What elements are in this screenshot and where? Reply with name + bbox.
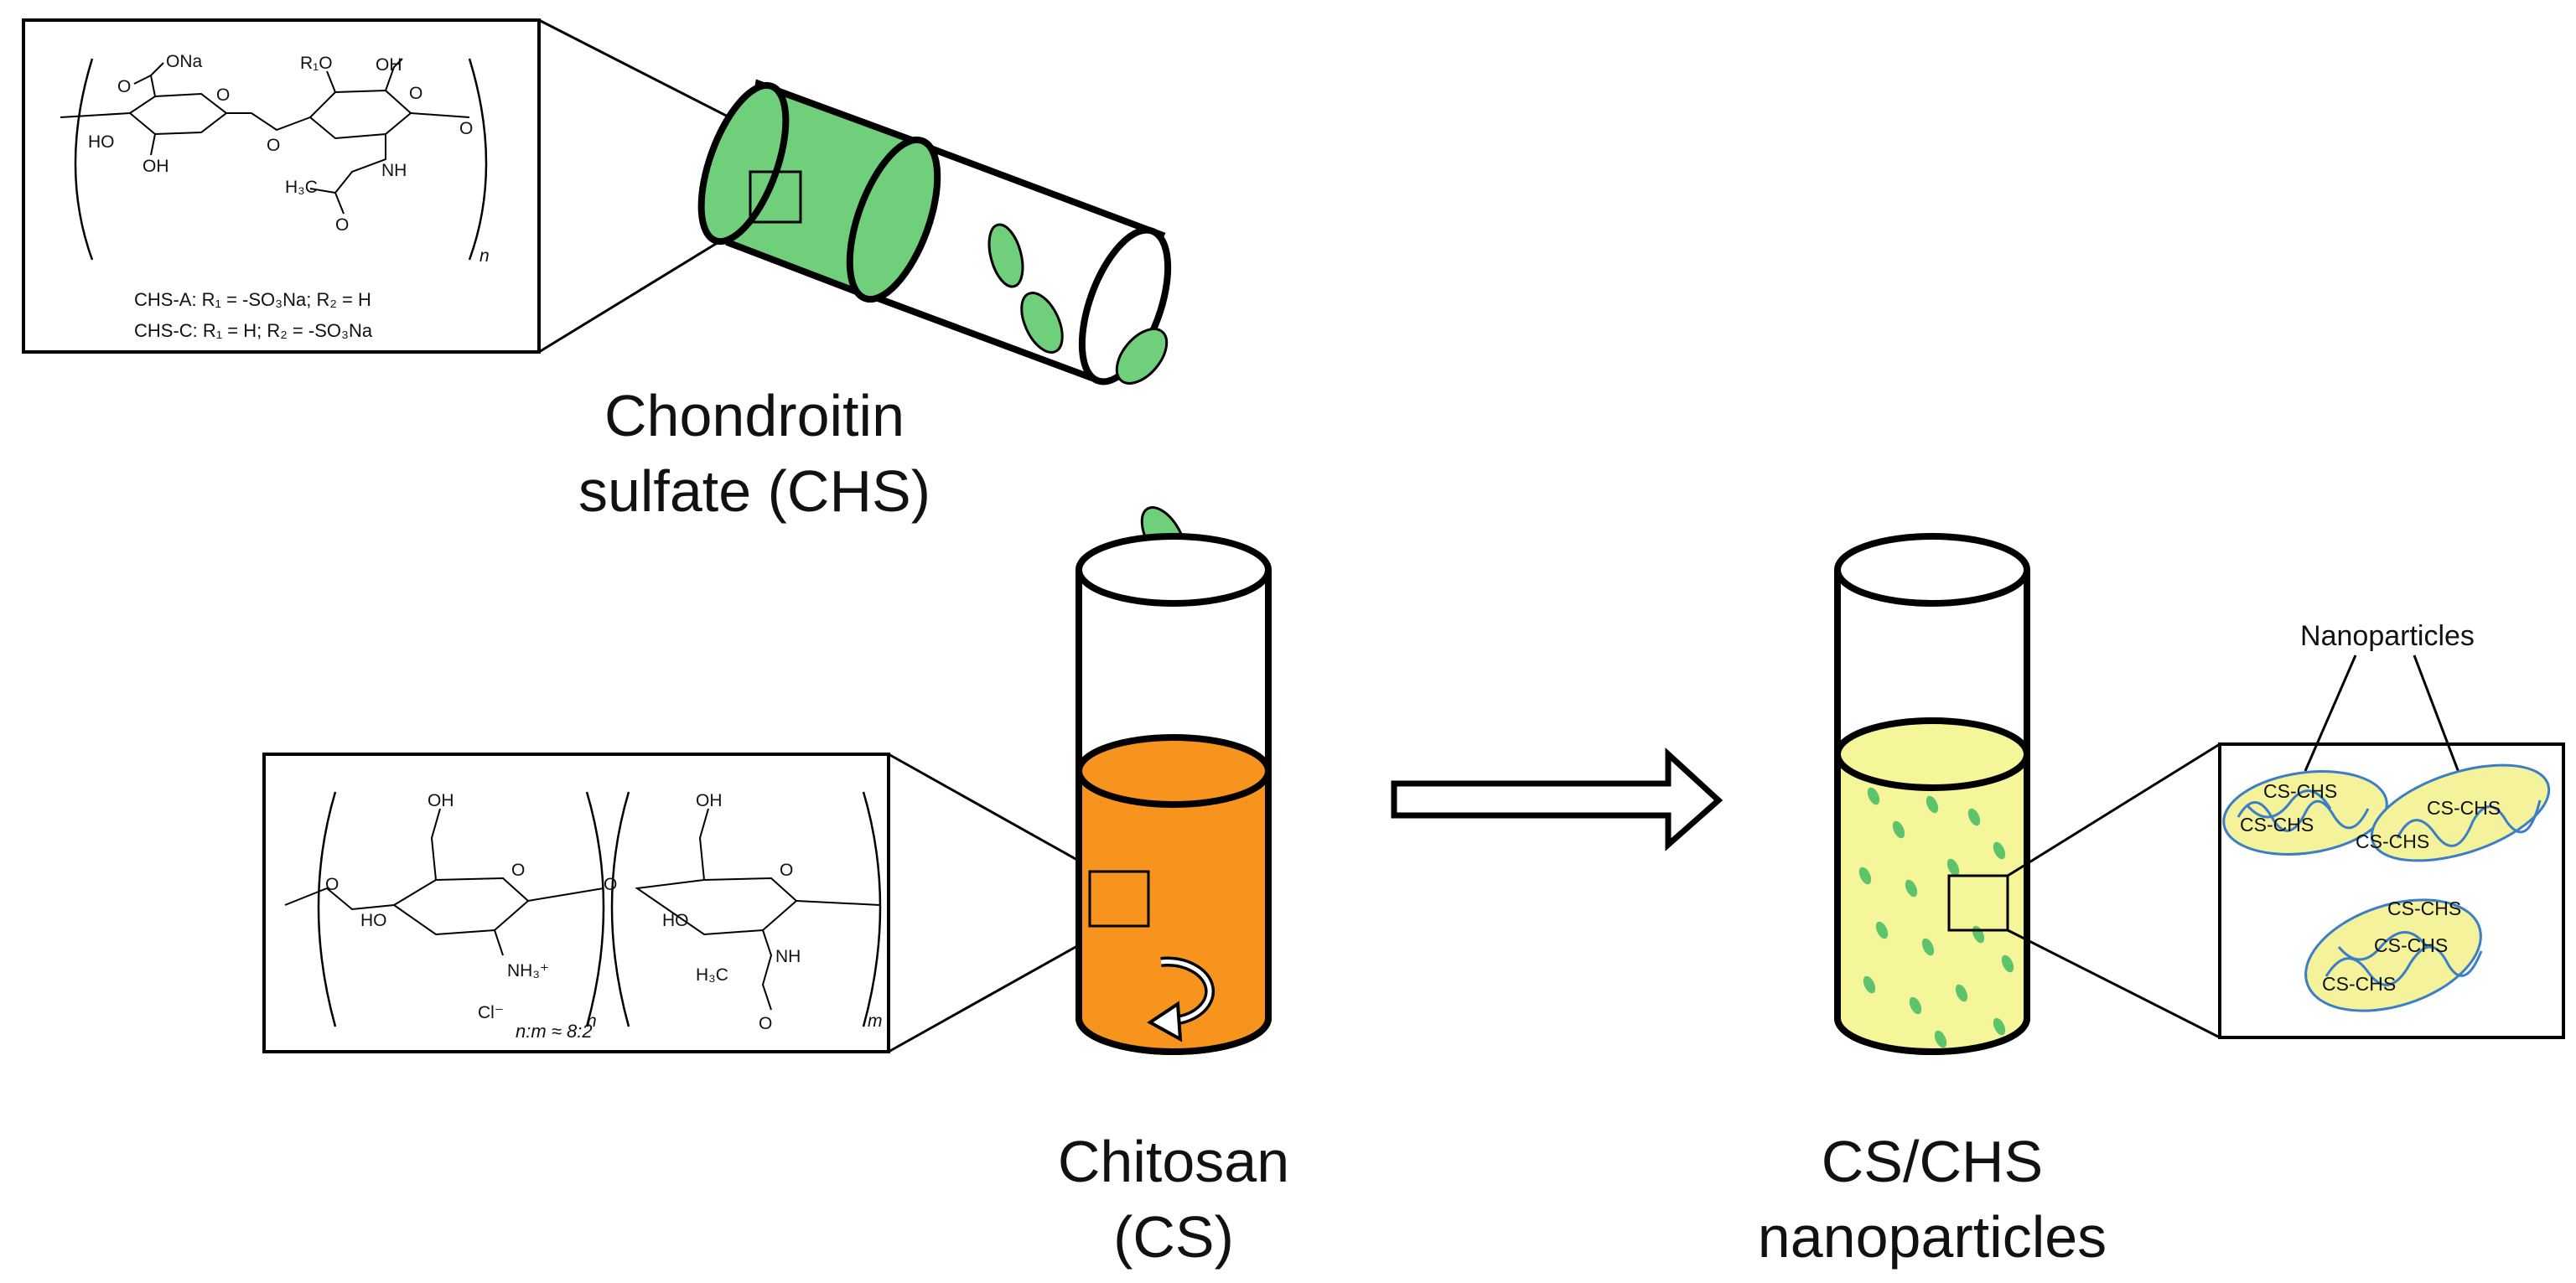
cs-repeat-n: n — [587, 1011, 597, 1031]
np-label-line2: nanoparticles — [1758, 1204, 2107, 1270]
chs-atom-9: O — [459, 119, 473, 138]
cs-structure-inset: OH O O HO NH₃⁺ Cl⁻ OH O O HO H₃C NH O n … — [262, 753, 1099, 1053]
suspended-particles — [1858, 787, 2014, 1048]
cs-atom-11: NH — [775, 947, 801, 966]
chs-atom-2: HO — [88, 132, 115, 152]
particle-label: CS-CHS — [2387, 898, 2461, 919]
chs-atom-3: O — [216, 85, 230, 105]
chs-structure-inset: ONa O HO O OH O R₁O OH O O H₃C NH O n CH… — [22, 18, 739, 354]
cs-atom-0: OH — [428, 791, 454, 810]
chs-atom-0: ONa — [166, 52, 203, 71]
chs-atom-4: OH — [143, 157, 169, 176]
cs-tube-mouth — [1075, 533, 1272, 607]
chitosan-liquid — [1075, 768, 1272, 1055]
nanoparticle — [2304, 898, 2482, 1012]
cs-atom-7: O — [780, 861, 793, 880]
cs-tube — [1075, 533, 1272, 1055]
particle-label: CS-CHS — [2374, 934, 2448, 956]
cs-atom-1: O — [511, 861, 525, 880]
chs-atom-7: OH — [376, 55, 402, 75]
chs-atom-12: O — [335, 215, 349, 235]
cs-atom-2: O — [325, 875, 339, 894]
nanoparticle — [2370, 763, 2551, 862]
glucosamine-ring — [284, 877, 530, 936]
np-label-line1: CS/CHS — [1822, 1129, 2043, 1194]
chs-atom-1: O — [117, 77, 131, 96]
cs-atom-9: HO — [662, 911, 689, 930]
cs-label-line1: Chitosan — [1058, 1129, 1289, 1194]
chs-atom-8: O — [409, 84, 422, 103]
chs-legend-a: CHS-A: R₁ = -SO₃Na; R₂ = H — [134, 289, 371, 310]
particle-label: CS-CHS — [2427, 797, 2501, 819]
particle-label: CS-CHS — [2356, 830, 2429, 852]
cs-atom-3: HO — [360, 911, 387, 930]
chs-atom-11: NH — [381, 161, 407, 180]
chs-label-line2: sulfate (CHS) — [578, 458, 930, 524]
chs-atom-5: O — [267, 136, 280, 155]
chs-repeat-n: n — [479, 246, 490, 266]
cs-atom-10: H₃C — [696, 965, 728, 985]
particle-label: CS-CHS — [2263, 780, 2337, 802]
cs-atom-6: OH — [696, 791, 723, 810]
particle-label: CS-CHS — [2240, 814, 2314, 836]
chs-tube-mouth — [1078, 226, 1172, 385]
process-arrow — [1391, 748, 1723, 851]
chs-legend-c: CHS-C: R₁ = H; R₂ = -SO₃Na — [134, 320, 373, 341]
left-bracket — [74, 58, 94, 261]
cs-atom-8: O — [604, 875, 617, 894]
np-tube — [1834, 533, 2030, 1055]
particle-label: CS-CHS — [2322, 973, 2396, 995]
cs-atom-5: Cl⁻ — [478, 1003, 504, 1022]
cs-ratio: n:m ≈ 8:2 — [516, 1021, 593, 1042]
np-tube-mouth — [1834, 533, 2030, 607]
nanoparticles-callout: Nanoparticles — [2300, 620, 2475, 652]
chs-atom-6: R₁O — [300, 54, 333, 73]
right-bracket — [468, 58, 488, 261]
chs-tube — [697, 79, 1172, 385]
cs-label-line2: (CS) — [1113, 1204, 1234, 1270]
chs-label-line1: Chondroitin — [604, 383, 904, 448]
np-inset: Nanoparticles CS-CHS CS-CHS CS-CHS CS-CH… — [2007, 620, 2565, 1039]
cs-atom-4: NH₃⁺ — [507, 961, 549, 980]
np-liquid — [1834, 751, 2030, 1055]
cs-repeat-m: m — [868, 1011, 883, 1031]
cs-atom-12: O — [759, 1014, 772, 1033]
chs-atom-10: H₃C — [285, 178, 318, 197]
